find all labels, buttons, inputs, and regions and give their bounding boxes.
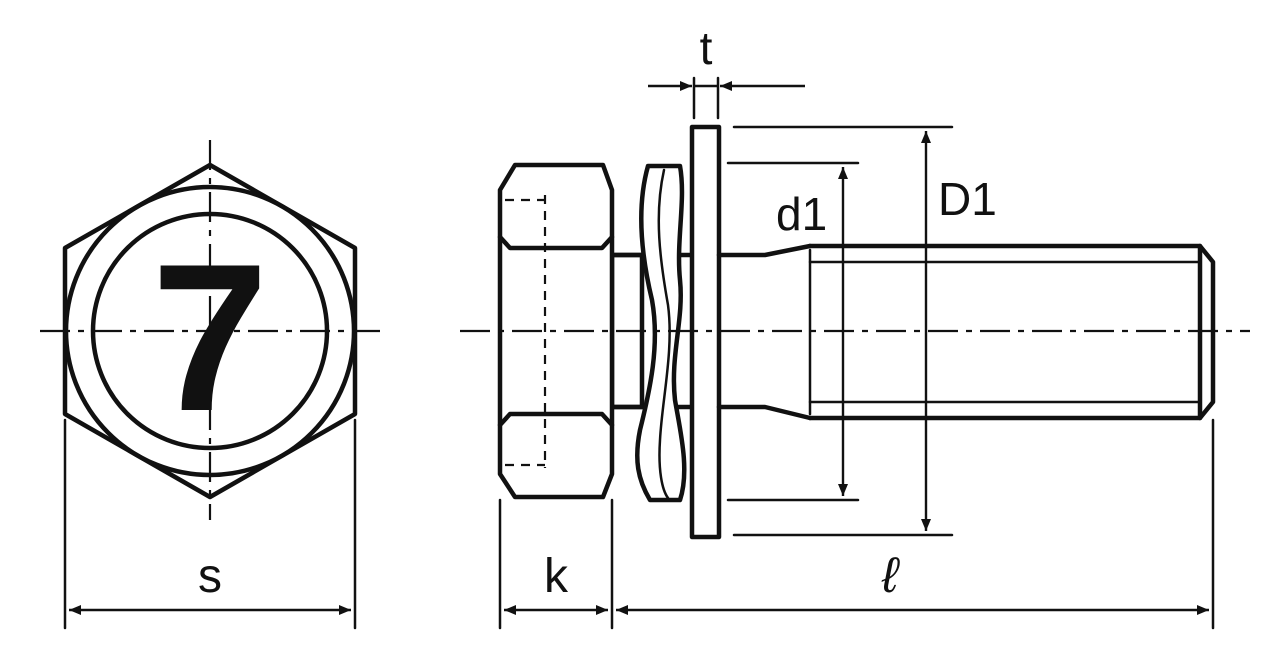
- shank-taper-top: [716, 243, 813, 258]
- head-top-view: 7: [40, 140, 380, 520]
- label-length: ℓ: [881, 547, 900, 603]
- dimension-k: k: [498, 498, 614, 630]
- dimension-s: s: [63, 418, 357, 630]
- label-D1: D1: [938, 173, 997, 225]
- spring-lock-washer: [635, 163, 687, 503]
- strength-mark-7: 7: [152, 220, 269, 455]
- shank-taper-bottom: [716, 404, 813, 421]
- label-k: k: [544, 550, 569, 603]
- hex-outline: [62, 162, 358, 500]
- head-facet-upper: [497, 234, 615, 251]
- washer-coil-line: [657, 168, 671, 500]
- head-facet-lower: [497, 411, 615, 428]
- dimension-length: ℓ: [616, 418, 1215, 630]
- label-d1: d1: [776, 188, 827, 240]
- label-s: s: [198, 550, 222, 603]
- dimension-t: t: [648, 22, 805, 120]
- flat-washer: [689, 124, 722, 540]
- label-t: t: [700, 22, 713, 74]
- bolt-side-view: [460, 124, 1250, 540]
- dimension-D1: D1: [732, 125, 997, 537]
- dimension-d1: d1: [726, 161, 860, 502]
